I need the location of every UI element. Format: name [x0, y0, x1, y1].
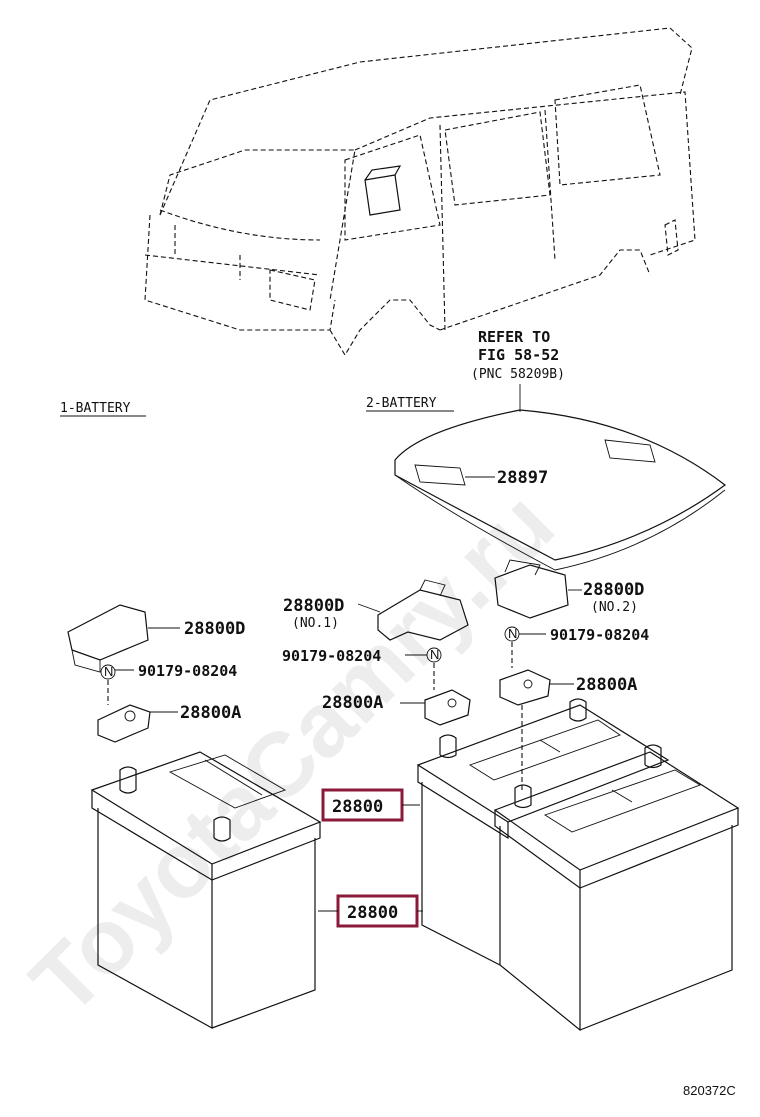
terminal-clamp-middle — [400, 689, 471, 726]
van-illustration — [144, 27, 696, 357]
battery-right-front — [493, 744, 740, 1032]
refer-note-line2: FIG 58-52 — [478, 346, 559, 364]
label-28800-bottom[interactable]: 28800 — [347, 903, 398, 923]
battery-left — [90, 751, 322, 1030]
terminal-cover-no1 — [357, 579, 469, 641]
figure-code: 820372C — [683, 1083, 736, 1098]
label-nut-right: 90179-08204 — [550, 626, 649, 644]
refer-note-line3: (PNC 58209B) — [471, 367, 565, 382]
label-28800d-no1: 28800D — [283, 596, 344, 616]
terminal-cover-no2 — [494, 559, 582, 619]
label-28800a-right: 28800A — [576, 675, 637, 695]
label-nut-left: 90179-08204 — [138, 662, 237, 680]
label-28800d-no1-note: (NO.1) — [292, 616, 339, 631]
label-28897: 28897 — [497, 468, 548, 488]
watermark: ToyotaCamry.ru — [12, 473, 573, 1034]
label-28800-top[interactable]: 28800 — [332, 797, 383, 817]
svg-text:N: N — [104, 664, 113, 679]
label-28800d-left: 28800D — [184, 619, 245, 639]
label-28800a-left: 28800A — [180, 703, 241, 723]
refer-note-line1: REFER TO — [478, 328, 550, 346]
section-label-1-battery: 1-BATTERY — [60, 401, 131, 416]
nut-icon-middle — [426, 647, 442, 663]
battery-right-rear — [416, 698, 670, 966]
label-28800a-middle: 28800A — [322, 693, 383, 713]
section-label-2-battery: 2-BATTERY — [366, 396, 437, 411]
battery-cover — [394, 409, 727, 571]
svg-text:N: N — [430, 647, 439, 662]
svg-text:N: N — [508, 626, 517, 641]
terminal-clamp-right — [499, 669, 574, 706]
label-28800d-no2-note: (NO.2) — [591, 600, 638, 615]
terminal-cover-left — [67, 604, 180, 673]
terminal-clamp-left — [97, 704, 178, 743]
label-nut-middle: 90179-08204 — [282, 647, 381, 665]
nut-icon-left — [100, 664, 116, 680]
label-28800d-no2: 28800D — [583, 580, 644, 600]
